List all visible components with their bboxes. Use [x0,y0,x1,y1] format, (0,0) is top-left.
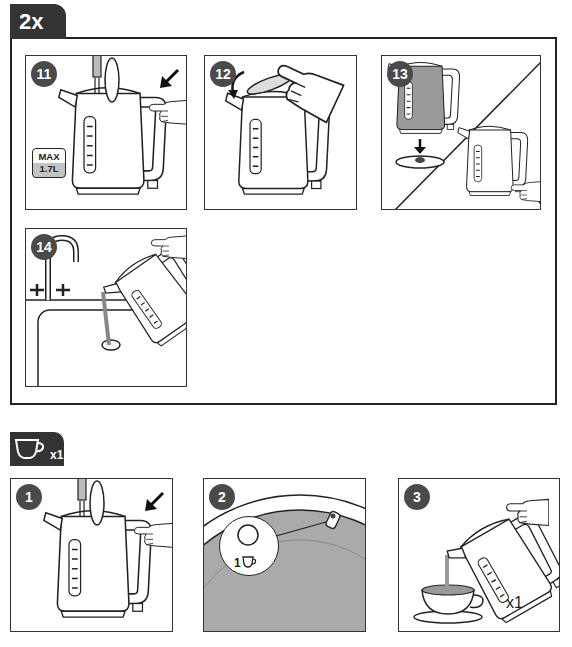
step-panel: 13 [381,55,541,210]
cup-icon [238,525,258,545]
pour-cup-art [422,590,474,614]
cup-icon [243,557,253,567]
boil-kettle-art [458,126,528,195]
fill-kettle-art [134,523,173,547]
fill-kettle-art [90,481,104,525]
boil-kettle-art [511,181,541,201]
fill-kettle-art [145,499,157,511]
pour-cup-art [445,503,560,631]
fill-kettle-art [44,478,173,617]
pour-cup-art [422,585,474,595]
pour-cup-art [470,595,483,608]
boil-kettle-art [395,62,541,210]
rinse-kettle-art [30,284,70,296]
step-panel: 1 [10,478,173,632]
fill-kettle-art [44,478,173,617]
callout-circle: 1 [219,516,279,576]
section-frame: 2x11MAX 1.7L121314 [10,37,557,405]
step-number: 11 [31,61,57,87]
boil-kettle-art [415,157,425,163]
fill-kettle-art [95,77,99,100]
boil-kettle-art [414,147,426,154]
kettle-top-view-art [325,511,341,530]
kettle-top-view-art [203,495,366,632]
boil-kettle-art [396,156,444,168]
step-panel: 3 [398,478,560,632]
close-lid-art [245,70,294,98]
rinse-kettle-art [25,299,187,301]
pour-cup-art [414,611,482,623]
boil-kettle-art [528,196,541,204]
serving-count: x1 [50,448,63,462]
fill-kettle-art [151,493,163,505]
close-lid-art [226,91,330,194]
kettle-top-view-art [203,510,366,632]
step-panel: 11MAX 1.7L [25,55,187,210]
kettle-top-view-art [276,522,326,536]
fill-kettle-art [149,100,187,124]
step-number: 12 [210,61,236,87]
close-lid-art [267,58,344,123]
kettle-top-view-art [331,514,336,519]
rinse-kettle-art [102,239,187,354]
step-number: 13 [387,61,413,87]
max-label: MAX 1.7L [33,149,65,175]
fill-kettle-art [93,55,101,77]
section-heading: 2x [10,4,66,39]
fill-kettle-art [105,58,119,102]
cup-icon [16,440,38,458]
cup-icon [36,443,43,451]
rinse-kettle-art [103,292,109,345]
rinse-kettle-art [38,310,187,387]
step-panel: 12 [204,55,357,210]
pour-cup-art [507,499,549,525]
step-number: 14 [31,234,57,260]
fill-kettle-art [166,70,178,82]
step-panel: 14 [25,228,187,387]
fill-kettle-art [44,511,151,617]
pour-cup-art [414,499,560,631]
fill-kettle-art [80,500,84,523]
max-badge: MAX 1.7L [32,148,66,178]
fill-kettle-art [78,478,86,500]
boil-kettle-art [388,62,541,210]
close-lid-art [226,58,344,195]
cup-count: 1 [234,556,241,570]
cup-icon [252,559,256,564]
cup-icon [16,440,43,458]
pour-cup-art [445,555,449,590]
fill-kettle-art [59,55,187,194]
step-number: 3 [404,484,430,510]
step-number: 1 [16,484,42,510]
rinse-kettle-art [102,340,120,350]
fill-kettle-art [59,88,166,194]
step-panel: 21 [203,478,366,632]
rinse-kettle-art [102,239,187,354]
kettle-top-view-art [203,495,366,632]
count-label: x1 [506,594,523,612]
pour-cup-art [445,503,560,631]
cup-icon [238,525,258,567]
step-number: 2 [209,484,235,510]
rinse-kettle-art [151,236,187,259]
boil-kettle-art [419,139,422,148]
close-lid-art [228,90,238,99]
fill-kettle-art [160,76,172,88]
section-tab: x1 [10,432,64,466]
